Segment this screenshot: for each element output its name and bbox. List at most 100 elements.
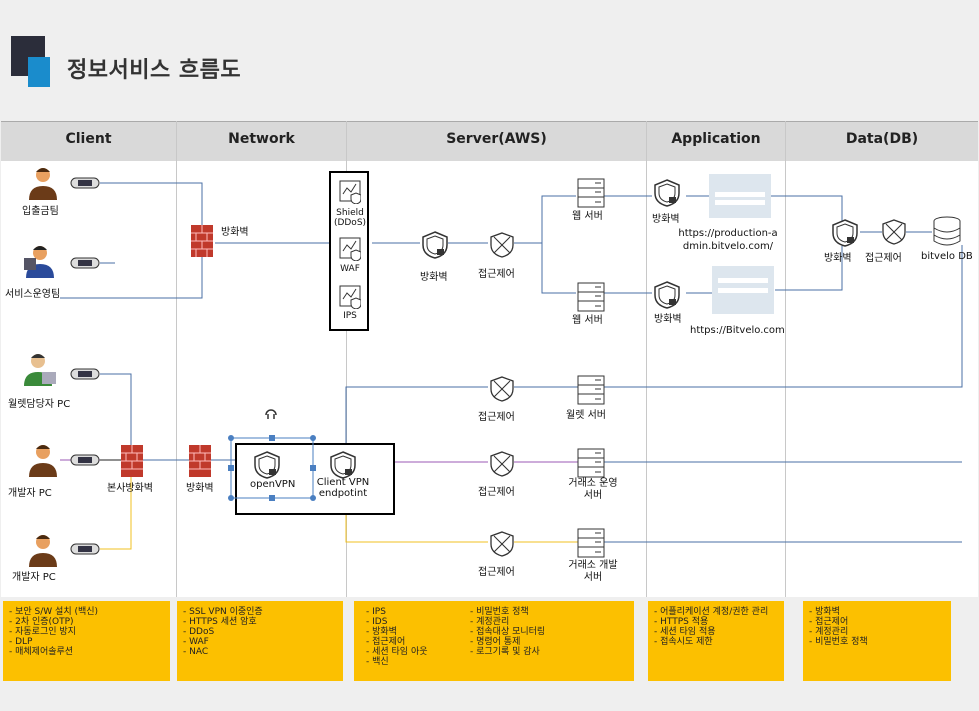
- hq-firewall-label: 본사방화벽: [107, 483, 153, 494]
- note-item: - IDS: [366, 617, 388, 627]
- server-access-label: 접근제어: [478, 269, 515, 280]
- column-divider: [346, 121, 347, 597]
- security-shield-icon: [832, 219, 858, 247]
- server-firewall-label: 방화벽: [420, 272, 448, 283]
- note-item: - 접속시도 제한: [654, 637, 713, 647]
- access-control-icon: [490, 232, 514, 258]
- note-item: - 2차 인증(OTP): [9, 617, 74, 627]
- title-logo-accent: [28, 57, 50, 87]
- app-firewall-label: 방화벽: [654, 314, 682, 325]
- page-title: 정보서비스 흐름도: [67, 58, 242, 83]
- wallet-pc-label: 월렛담당자 PC: [8, 399, 71, 410]
- note-item: - 접근제어: [809, 617, 849, 627]
- db-name-label: bitvelo DB: [921, 251, 973, 262]
- note-item: - 계정관리: [470, 617, 510, 627]
- db-firewall-label: 방화벽: [824, 253, 852, 264]
- wallet-server-label: 월렛 서버: [566, 410, 606, 421]
- note-item: - 자동로그인 방지: [9, 627, 76, 637]
- otp-token-icon: [70, 454, 100, 466]
- deposit-team-label: 입출금팀: [22, 206, 59, 217]
- openvpn-shield-icon: [254, 451, 280, 479]
- note-item: - 비밀번호 정책: [809, 637, 868, 647]
- note-item: - 세션 타임 아웃: [366, 647, 428, 657]
- db-access-label: 접근제어: [865, 253, 902, 264]
- dev-pc-label: 개발자 PC: [8, 488, 52, 499]
- wallet-manager-icon: [24, 354, 56, 386]
- access-control-icon: [490, 451, 514, 477]
- web-server-label: 웹 서버: [572, 315, 603, 326]
- firewall-icon: [121, 445, 143, 477]
- dev-pc-label: 개발자 PC: [12, 572, 56, 583]
- note-item: - 접속대상 모니터링: [470, 627, 546, 637]
- column-header-application: Application: [671, 131, 761, 147]
- access-control-icon: [490, 376, 514, 402]
- network-firewall-label: 방화벽: [221, 227, 249, 238]
- note-item: - 명령어 통제: [470, 637, 521, 647]
- access-control-label: 접근제어: [478, 412, 515, 423]
- column-header-data: Data(DB): [845, 131, 919, 147]
- web-server-label: 웹 서버: [572, 211, 603, 222]
- ips-label: IPS: [343, 311, 357, 321]
- client-vpn-shield-icon: [330, 451, 356, 479]
- exchange-ops-server-label: 거래소 운영 서버: [568, 478, 618, 501]
- column-divider: [646, 121, 647, 597]
- developer-icon: [29, 535, 57, 567]
- openvpn-label: openVPN: [250, 479, 296, 490]
- site-url-label: https://Bitvelo.com: [690, 325, 785, 336]
- note-item: - 계정관리: [809, 627, 849, 637]
- data-security-notes: - 방화벽 - 접근제어 - 계정관리 - 비밀번호 정책: [803, 601, 951, 681]
- waf-icon: [339, 237, 361, 261]
- shield-label: Shield (DDoS): [333, 208, 367, 228]
- site-page-thumbnail: [712, 266, 774, 314]
- column-header-client: Client: [65, 131, 112, 147]
- column-divider: [176, 121, 177, 597]
- note-item: - HTTPS 세션 암호: [183, 617, 257, 627]
- note-item: - DDoS: [183, 627, 215, 637]
- person-icon: [29, 168, 57, 200]
- exchange-dev-server-label: 거래소 개발 서버: [568, 560, 618, 583]
- firewall-icon: [189, 445, 211, 477]
- service-ops-team-label: 서비스운영팀: [5, 289, 61, 300]
- column-divider: [785, 121, 786, 597]
- note-item: - WAF: [183, 637, 209, 647]
- server-icon: [577, 375, 605, 405]
- column-header-network: Network: [228, 131, 295, 147]
- app-firewall-label: 방화벽: [652, 214, 680, 225]
- note-item: - 방화벽: [809, 607, 840, 617]
- otp-token-icon: [70, 543, 100, 555]
- note-item: - 접근제어: [366, 637, 406, 647]
- otp-token-icon: [70, 257, 100, 269]
- server-icon: [577, 178, 605, 208]
- note-item: - 백신: [366, 657, 389, 667]
- client-vpn-label: Client VPN endpotint: [316, 477, 370, 499]
- note-item: - 세션 타임 적용: [654, 627, 716, 637]
- diagram-area: [1, 161, 978, 597]
- admin-url-label: https://production-admin.bitvelo.com/: [678, 228, 778, 252]
- operator-icon: [24, 246, 54, 278]
- database-icon: [933, 216, 961, 246]
- shield-ddos-icon: [339, 180, 361, 204]
- note-item: - 보안 S/W 설치 (백신): [9, 607, 99, 617]
- security-shield-icon: [654, 179, 680, 207]
- note-item: - HTTPS 적용: [654, 617, 709, 627]
- firewall-icon: [191, 225, 213, 257]
- network-firewall-label: 방화벽: [186, 483, 214, 494]
- developer-icon: [29, 445, 57, 477]
- note-item: - 로그기록 및 감사: [470, 647, 540, 657]
- access-control-label: 접근제어: [478, 487, 515, 498]
- column-header-server: Server(AWS): [446, 131, 547, 147]
- access-control-label: 접근제어: [478, 567, 515, 578]
- waf-label: WAF: [340, 264, 360, 274]
- security-shield-icon: [422, 231, 448, 259]
- ips-icon: [339, 285, 361, 309]
- note-item: - NAC: [183, 647, 209, 657]
- note-item: - SSL VPN 이중인증: [183, 607, 263, 617]
- security-shield-icon: [654, 281, 680, 309]
- note-item: - DLP: [9, 637, 33, 647]
- otp-token-icon: [70, 177, 100, 189]
- server-icon: [577, 448, 605, 478]
- network-security-notes: - SSL VPN 이중인증 - HTTPS 세션 암호 - DDoS - WA…: [177, 601, 343, 681]
- access-control-icon: [490, 531, 514, 557]
- note-item: - 어플리케이션 계정/권한 관리: [654, 607, 769, 617]
